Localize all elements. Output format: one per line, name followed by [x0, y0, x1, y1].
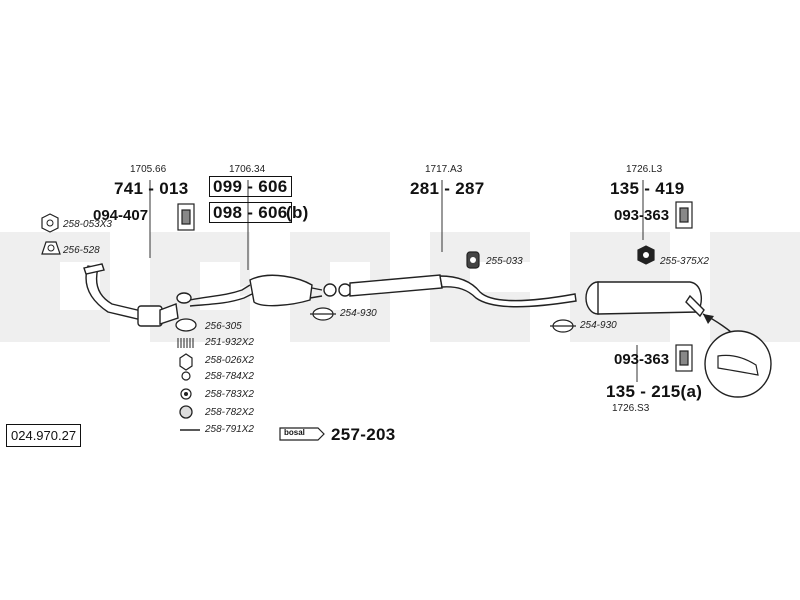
- flange: [176, 292, 192, 304]
- part-281-287: 281 - 287: [410, 179, 485, 198]
- part-093-363-bottom: 093-363: [614, 351, 670, 368]
- rear-silencer: [585, 281, 705, 318]
- ref-1726-s3: 1726.S3: [612, 403, 650, 414]
- part-135-215a: 135 - 215(a): [606, 382, 703, 401]
- part-094-407: 094-407: [93, 207, 149, 224]
- mount-bracket-3: [675, 344, 693, 372]
- rubber-hanger-1: [466, 251, 480, 269]
- small-part-255-033: 255-033: [486, 256, 523, 267]
- small-part-256-305: 256-305: [205, 321, 242, 332]
- part-093-363-top: 093-363: [614, 207, 670, 224]
- ref-1705-66: 1705.66: [130, 164, 167, 175]
- small-part-251-932x2: 251-932X2: [205, 337, 254, 348]
- catalytic-converter: [189, 274, 323, 307]
- assembly-paste-tube: [279, 427, 325, 441]
- clamp-1: [310, 307, 336, 321]
- clamp-nut-icon: [179, 405, 193, 419]
- mount-bracket-1: [177, 203, 195, 231]
- tailpipe-detail: [704, 330, 772, 398]
- washer-icon: [181, 371, 191, 381]
- small-part-255-375x2: 255-375X2: [660, 256, 709, 267]
- front-downpipe: [83, 263, 179, 327]
- ref-1706-34: 1706.34: [229, 164, 266, 175]
- detail-arrow-head: [703, 314, 714, 324]
- gasket-hex: [41, 213, 59, 233]
- small-part-258-026x2: 258-026X2: [205, 355, 254, 366]
- part-099-606: 099 - 606: [209, 176, 292, 197]
- ref-1717-a3: 1717.A3: [425, 164, 463, 175]
- diagram-code: 024.970.27: [6, 424, 82, 447]
- small-part-256-528: 256-528: [63, 245, 100, 256]
- small-part-258-791x2: 258-791X2: [205, 424, 254, 435]
- part-257-203: 257-203: [331, 425, 396, 444]
- nut-icon: [179, 353, 193, 371]
- small-part-258-784x2: 258-784X2: [205, 371, 254, 382]
- part-098-606: 098 - 606: [209, 202, 292, 223]
- gasket-triangle: [41, 241, 61, 255]
- small-part-258-783x2: 258-783X2: [205, 389, 254, 400]
- small-part-254-930-front: 254-930: [340, 308, 377, 319]
- gasket-ring: [175, 318, 197, 332]
- paste-tube-brand: bosal: [284, 428, 305, 437]
- small-part-258-782x2: 258-782X2: [205, 407, 254, 418]
- small-part-258-053x3: 258-053X3: [63, 219, 112, 230]
- small-part-254-930-rear: 254-930: [580, 320, 617, 331]
- part-135-419: 135 - 419: [610, 179, 685, 198]
- bolt-icon: [180, 388, 192, 400]
- part-741-013: 741 - 013: [114, 179, 189, 198]
- part-098-606-variant: (b): [286, 203, 309, 222]
- ref-1726-l3: 1726.L3: [626, 164, 663, 175]
- middle-pipe: [323, 274, 577, 308]
- clamp-2: [550, 319, 576, 333]
- spring-icon: [177, 338, 194, 348]
- mount-bracket-2: [675, 201, 693, 229]
- rubber-hanger-2: [637, 245, 655, 265]
